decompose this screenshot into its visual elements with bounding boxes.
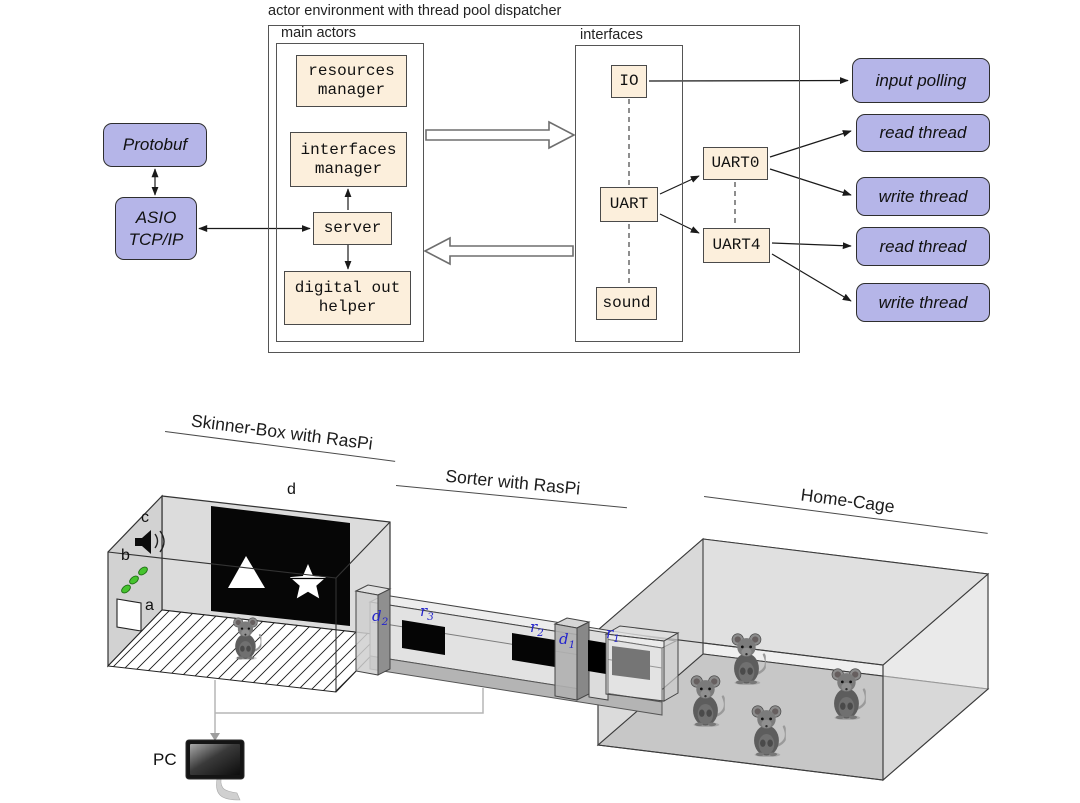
marker-c: c	[141, 509, 149, 526]
cage-entry-hole	[588, 640, 606, 674]
env-label: actor environment with thread pool dispa…	[268, 3, 562, 19]
uart4-write-thread-box: write thread	[856, 283, 990, 322]
dispatch-queue-arrows	[423, 120, 576, 266]
gate-label-d2: d2	[372, 607, 389, 628]
pc-label: PC	[153, 750, 177, 769]
led-indicators	[121, 566, 148, 594]
pc-cables	[214, 680, 484, 735]
uart0-read-thread-box: read thread	[856, 114, 990, 152]
protobuf-box: Protobuf	[103, 123, 207, 167]
node-interfaces-manager: interfaces manager	[290, 132, 407, 187]
architecture-dashed-links	[628, 99, 736, 285]
arrow-to-interfaces	[425, 120, 576, 150]
gate-label-r3: r3	[420, 602, 434, 623]
reader-box-r1	[604, 625, 680, 702]
marker-b: b	[121, 547, 130, 564]
gate-label-r2: r2	[530, 618, 544, 639]
rfid-window-r3	[402, 620, 445, 655]
gate-label-d1: d1	[559, 630, 576, 651]
input-polling-box: input polling	[852, 58, 990, 103]
pc-monitor	[185, 739, 245, 801]
env-box	[268, 25, 800, 353]
interfaces-label: interfaces	[580, 27, 643, 43]
uart4-read-thread-box: read thread	[856, 227, 990, 266]
triangle-stimulus	[228, 556, 265, 588]
node-uart0: UART0	[703, 147, 768, 180]
marker-d: d	[287, 481, 296, 498]
node-server: server	[313, 212, 392, 245]
main-actors-box	[276, 43, 424, 342]
asio-tcpip-box: ASIO TCP/IP	[115, 197, 197, 260]
home-cage	[596, 537, 990, 782]
sorter-tube	[354, 584, 680, 716]
star-stimulus	[289, 564, 327, 599]
node-uart4: UART4	[703, 228, 770, 263]
node-digital-out-helper: digital out helper	[284, 271, 411, 325]
main-actors-label: main actors	[281, 25, 356, 41]
arrow-to-main-actors	[423, 236, 574, 266]
node-io: IO	[611, 65, 647, 98]
rfid-window-r2	[512, 633, 555, 667]
gate-label-r1: r1	[606, 624, 620, 645]
node-resources-manager: resources manager	[296, 55, 407, 107]
node-uart: UART	[600, 187, 658, 222]
cable-arrowhead	[210, 733, 220, 741]
gate-d1	[553, 617, 591, 701]
marker-a: a	[145, 597, 154, 614]
node-sound: sound	[596, 287, 657, 320]
gate-d2	[354, 584, 392, 676]
interfaces-box	[575, 45, 683, 342]
uart0-write-thread-box: write thread	[856, 177, 990, 216]
feeder-door	[116, 598, 142, 632]
skinner-box	[106, 494, 392, 693]
speaker-icon	[135, 530, 165, 554]
